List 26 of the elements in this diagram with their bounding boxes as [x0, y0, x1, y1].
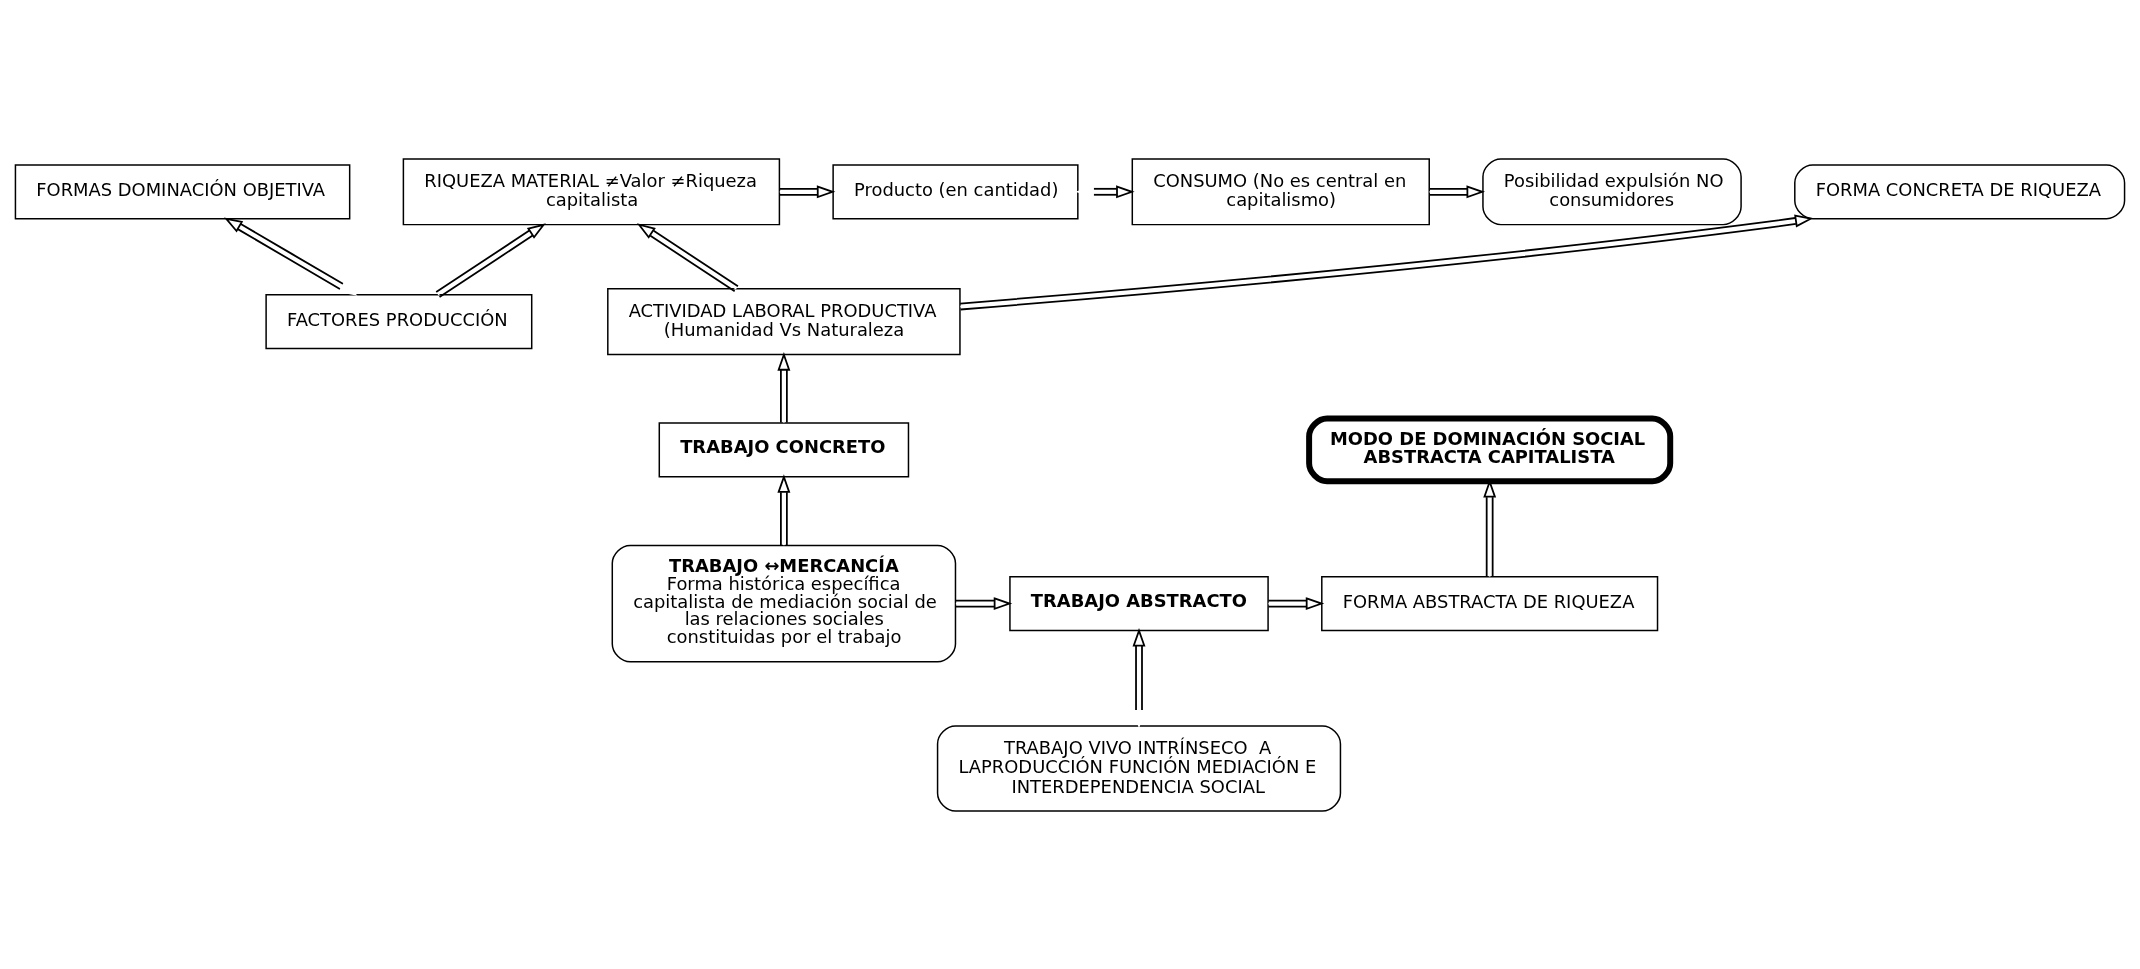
node-box: TRABAJO ABSTRACTO — [1009, 575, 1269, 631]
arrow — [435, 222, 546, 298]
node-box: Producto (en cantidad) — [832, 163, 1079, 219]
node-box: TRABAJO ↔MERCANCÍA Forma histórica específica capitalista de mediación social de las relaciones sociales constituidas por el trabajo — [611, 544, 957, 663]
arrow — [955, 596, 1013, 610]
arrow — [1075, 184, 1135, 198]
node-box: MODO DE DOMINACIÓN SOCIAL ABSTRACTA CAPITALISTA — [1306, 415, 1674, 484]
arrow — [223, 217, 358, 296]
node-box: FACTORES PRODUCCIÓN — [265, 293, 533, 349]
node-box: Posibilidad expulsión NO consumidores — [1482, 157, 1742, 225]
node-box: FORMA ABSTRACTA DE RIQUEZA — [1321, 575, 1659, 631]
node-box: FORMAS DOMINACIÓN OBJETIVA — [14, 163, 351, 219]
node-box: TRABAJO VIVO INTRÍNSECO A LAPRODUCCIÓN FUNCIÓN MEDIACIÓN E INTERDEPENDENCIA SOCIAL — [936, 724, 1342, 812]
arrow — [959, 214, 1814, 310]
arrow — [1428, 184, 1485, 198]
node-box: RIQUEZA MATERIAL ≠Valor ≠Riqueza capitalista — [402, 157, 781, 225]
arrow — [777, 351, 791, 423]
arrow — [777, 473, 791, 546]
arrow — [778, 184, 836, 198]
node-box: FORMA CONCRETA DE RIQUEZA — [1794, 163, 2126, 219]
node-box: CONSUMO (No es central en capitalismo) — [1131, 157, 1430, 225]
node-box: TRABAJO CONCRETO — [658, 421, 910, 478]
arrow — [1132, 627, 1146, 728]
arrow — [636, 222, 739, 292]
node-box: ACTIVIDAD LABORAL PRODUCTIVA (Humanidad Vs Naturaleza — [607, 287, 961, 355]
arrow — [1267, 596, 1325, 610]
